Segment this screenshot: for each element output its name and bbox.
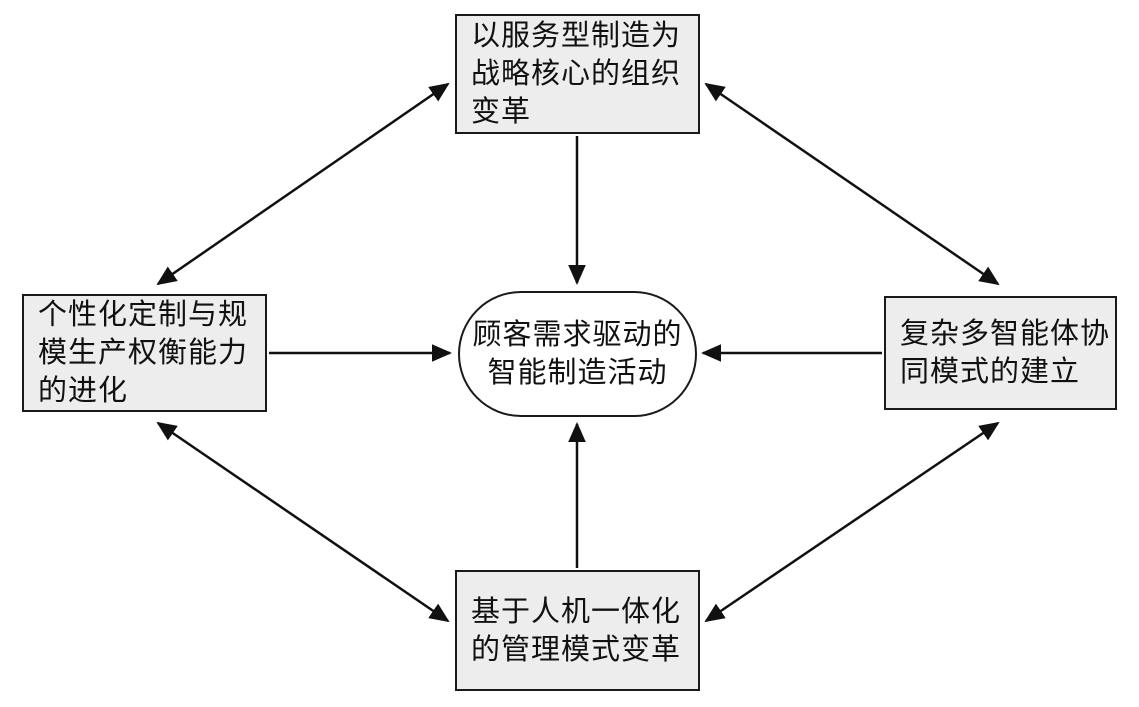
node-right-line-2: 同模式的建立	[900, 356, 1081, 388]
edge-top-left	[156, 82, 450, 286]
edge-bottom-right	[704, 421, 1000, 623]
node-left-line-1: 个性化定制与规	[38, 299, 249, 331]
node-top: 以服务型制造为 战略核心的组织 变革	[455, 14, 700, 134]
node-bottom: 基于人机一体化 的管理模式变革	[455, 570, 700, 691]
node-bottom-line-1: 基于人机一体化	[471, 595, 682, 628]
edge-bottom-left	[156, 421, 450, 623]
node-center-line-1: 顾客需求驱动的	[472, 319, 683, 351]
node-left: 个性化定制与规 模生产权衡能力 的进化	[22, 294, 267, 412]
node-center-line-2: 智能制造活动	[487, 357, 668, 389]
node-right-line-1: 复杂多智能体协	[900, 318, 1111, 350]
node-center: 顾客需求驱动的 智能制造活动	[458, 291, 697, 417]
node-top-line-1: 以服务型制造为	[471, 20, 682, 52]
node-bottom-line-2: 的管理模式变革	[471, 633, 682, 666]
edge-top-right	[704, 82, 1000, 286]
node-top-line-2: 战略核心的组织	[471, 58, 682, 90]
node-left-line-2: 模生产权衡能力	[38, 337, 249, 369]
node-top-line-3: 变革	[471, 96, 532, 128]
node-left-line-3: 的进化	[38, 375, 129, 407]
node-right: 复杂多智能体协 同模式的建立	[884, 296, 1117, 410]
